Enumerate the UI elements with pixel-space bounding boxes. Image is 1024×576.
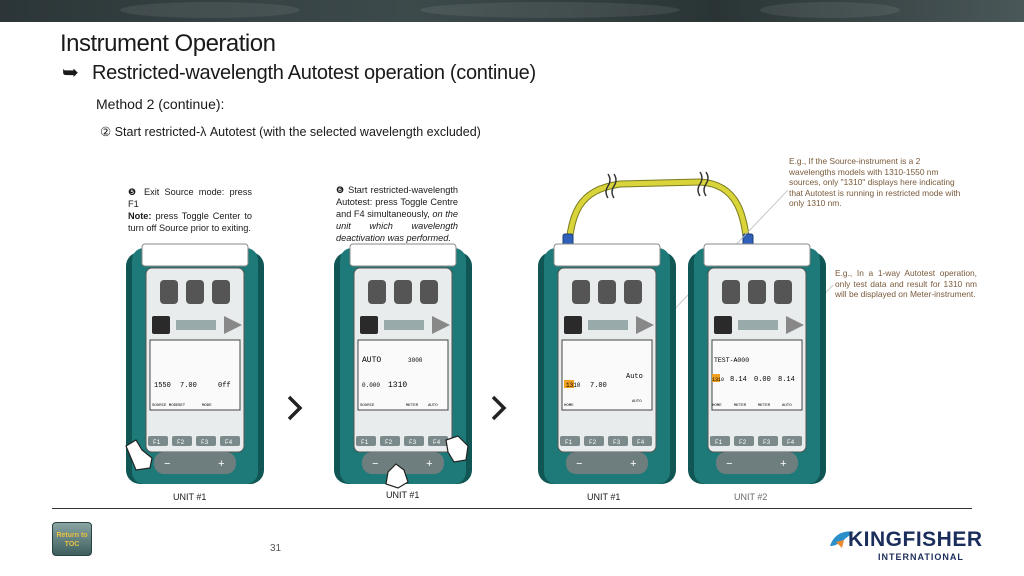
- svg-text:−: −: [164, 459, 171, 471]
- top-banner: [0, 0, 1024, 22]
- step-heading: ② Start restricted-λ Autotest (with the …: [100, 125, 481, 139]
- soft-key-2[interactable]: SET: [178, 404, 186, 408]
- note-meter-example: E.g., In a 1-way Autotest operation, onl…: [835, 268, 977, 299]
- unit-label-2: UNIT #1: [386, 490, 420, 500]
- soft-key-3[interactable]: METER: [758, 404, 771, 408]
- f1-key[interactable]: F1: [715, 439, 723, 446]
- note1-line1: Exit Source mode: press F1: [128, 187, 252, 209]
- unit-label-3: UNIT #1: [587, 492, 621, 502]
- logo-subtitle: INTERNATIONAL: [878, 552, 964, 562]
- note2-plain: Start restricted-wavelength Autotest: pr…: [336, 185, 458, 219]
- kingfisher-bird-icon: [830, 531, 854, 548]
- svg-text:−: −: [372, 459, 379, 471]
- lcd-value-1: 1550: [154, 382, 171, 390]
- soft-key-1[interactable]: HOME: [712, 404, 722, 408]
- f1-key[interactable]: F1: [153, 439, 161, 446]
- logo-wordmark: KINGFISHER: [848, 528, 983, 551]
- f3-key[interactable]: F3: [201, 439, 209, 446]
- unit-label-1: UNIT #1: [173, 492, 207, 502]
- subtitle-text: Restricted-wavelength Autotest operation…: [92, 62, 536, 84]
- f3-key[interactable]: F3: [409, 439, 417, 446]
- page-number: 31: [270, 543, 282, 554]
- page-title: Instrument Operation: [60, 30, 276, 57]
- f4-key[interactable]: F4: [787, 439, 795, 446]
- footer-divider: [52, 508, 972, 509]
- soft-key-2[interactable]: METER: [734, 404, 747, 408]
- lcd-wavelength: 1310: [388, 381, 407, 390]
- step-6-icon: ❻: [336, 185, 345, 195]
- svg-text:+: +: [630, 459, 637, 471]
- step-5-icon: ❺: [128, 187, 139, 197]
- note-start-autotest: ❻ Start restricted-wavelength Autotest: …: [336, 184, 458, 244]
- device-unit-1-source-running: 1310 7.00 Auto HOME AUTO F1 F2 F3 F4 − +: [532, 240, 682, 495]
- f4-key[interactable]: F4: [433, 439, 441, 446]
- f3-key[interactable]: F3: [613, 439, 621, 446]
- note1-rest: press Toggle Center to turn off Source p…: [128, 211, 252, 233]
- lcd-wavelength: 1310: [566, 382, 581, 389]
- soft-key-2[interactable]: METER: [406, 404, 419, 408]
- arrow-right-icon: ➥: [62, 62, 79, 84]
- soft-key-4[interactable]: AUTO: [782, 404, 792, 408]
- soft-key-1[interactable]: HOME: [564, 404, 574, 408]
- device-unit-1-source-exit: 1550 7.00 0ff SOURCE MODE SET MODE F1 F2…: [120, 240, 270, 495]
- lcd-value-2: 7.00: [180, 382, 197, 390]
- unit-label-4: UNIT #2: [734, 492, 768, 502]
- soft-key-2[interactable]: AUTO: [632, 400, 642, 404]
- lcd-wavelength: 1310: [712, 377, 724, 383]
- f1-key[interactable]: F1: [361, 439, 369, 446]
- return-to-toc-button[interactable]: Return to TOC: [52, 522, 92, 556]
- chevron-right-icon: [491, 395, 507, 421]
- lcd-loss: 8.14: [730, 376, 747, 384]
- lcd-reading: 0.000: [362, 382, 380, 389]
- f2-key[interactable]: F2: [177, 439, 185, 446]
- lcd-result: 8.14: [778, 376, 795, 384]
- f4-key[interactable]: F4: [225, 439, 233, 446]
- soft-key-1[interactable]: SOURCE: [360, 404, 375, 408]
- note1-label: Note:: [128, 211, 152, 221]
- f2-key[interactable]: F2: [385, 439, 393, 446]
- lcd-ref: 0.00: [754, 376, 771, 384]
- svg-text:−: −: [726, 459, 733, 471]
- f2-key[interactable]: F2: [739, 439, 747, 446]
- svg-text:+: +: [218, 459, 225, 471]
- note-source-example: E.g., If the Source-instrument is a 2 wa…: [789, 156, 961, 208]
- lcd-value-3: 0ff: [218, 382, 231, 390]
- svg-text:−: −: [576, 459, 583, 471]
- lcd-auto: Auto: [626, 373, 643, 381]
- soft-key-3[interactable]: AUTO: [428, 404, 438, 408]
- kingfisher-logo: KINGFISHER INTERNATIONAL: [826, 522, 982, 566]
- lcd-counter: 3000: [408, 357, 423, 364]
- chevron-right-icon: [287, 395, 303, 421]
- note2-italic: on the unit which wavelength deactivatio…: [336, 209, 458, 243]
- device-unit-2-meter: TEST-A000 1310 8.14 0.00 8.14 HOME METER…: [682, 240, 832, 495]
- f4-key[interactable]: F4: [637, 439, 645, 446]
- f3-key[interactable]: F3: [763, 439, 771, 446]
- device-unit-1-autotest-start: AUTO 3000 0.000 1310 SOURCE METER AUTO F…: [328, 240, 478, 495]
- f1-key[interactable]: F1: [565, 439, 573, 446]
- lcd-mode: AUTO: [362, 356, 381, 365]
- svg-text:+: +: [780, 459, 787, 471]
- svg-text:+: +: [426, 459, 433, 471]
- note-exit-source: ❺ Exit Source mode: press F1 Note: press…: [128, 186, 252, 234]
- method-heading: Method 2 (continue):: [96, 96, 225, 112]
- soft-key-1[interactable]: SOURCE MODE: [152, 404, 179, 408]
- lcd-test-id: TEST-A000: [714, 357, 749, 364]
- soft-key-3[interactable]: MODE: [202, 404, 212, 408]
- f2-key[interactable]: F2: [589, 439, 597, 446]
- lcd-power: 7.00: [590, 382, 607, 390]
- subtitle: ➥ Restricted-wavelength Autotest operatio…: [62, 60, 536, 85]
